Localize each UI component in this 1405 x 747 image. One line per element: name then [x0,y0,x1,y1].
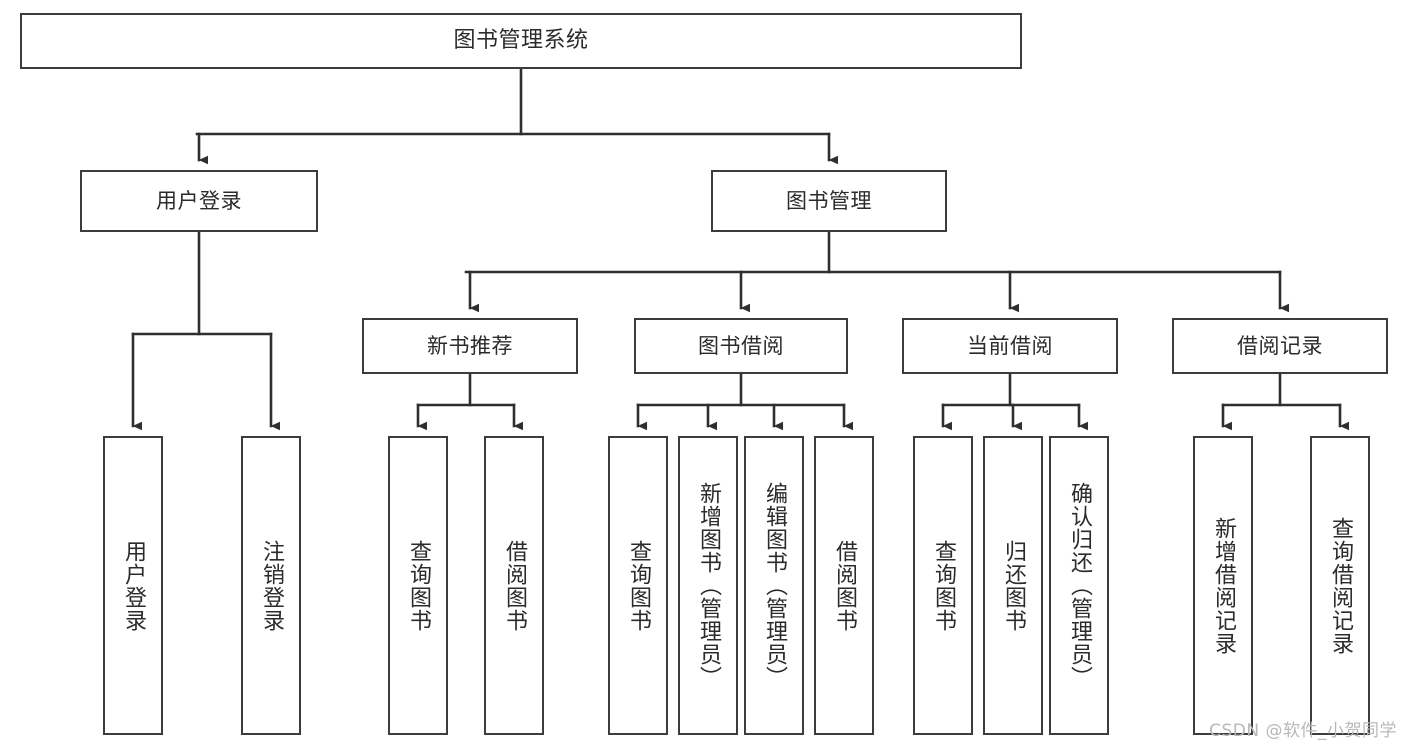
node-leaf-borrow-book-2-label: 借阅图书 [831,539,857,632]
node-leaf-confirm-return-label: 确认归还（管理员） [1066,482,1092,689]
node-leaf-add-record-label: 新增借阅记录 [1210,516,1236,655]
node-current-borrow[interactable]: 当前借阅 [902,318,1118,374]
node-leaf-query-book-3[interactable]: 查询图书 [913,436,973,735]
node-leaf-edit-book-label: 编辑图书（管理员） [761,482,787,689]
node-user-login-label: 用户登录 [156,188,242,213]
node-leaf-add-book-label: 新增图书（管理员） [695,482,721,689]
node-book-manage-label: 图书管理 [786,188,872,213]
csdn-watermark: CSDN @软件_小贺同学 [1209,721,1397,741]
node-leaf-query-book-2-label: 查询图书 [625,539,651,632]
node-leaf-user-logout-label: 注销登录 [258,539,284,632]
node-root-label: 图书管理系统 [453,28,589,54]
node-borrow-record[interactable]: 借阅记录 [1172,318,1388,374]
node-leaf-user-login[interactable]: 用户登录 [103,436,163,735]
node-leaf-user-login-label: 用户登录 [120,539,146,632]
node-leaf-query-record[interactable]: 查询借阅记录 [1310,436,1370,735]
node-leaf-return-book[interactable]: 归还图书 [983,436,1043,735]
node-leaf-confirm-return[interactable]: 确认归还（管理员） [1049,436,1109,735]
node-borrow-record-label: 借阅记录 [1237,333,1323,358]
node-book-borrow[interactable]: 图书借阅 [634,318,848,374]
node-book-manage[interactable]: 图书管理 [711,170,947,232]
node-user-login[interactable]: 用户登录 [80,170,318,232]
node-leaf-borrow-book-1[interactable]: 借阅图书 [484,436,544,735]
node-book-borrow-label: 图书借阅 [698,333,784,358]
node-leaf-query-book-3-label: 查询图书 [930,539,956,632]
node-leaf-edit-book[interactable]: 编辑图书（管理员） [744,436,804,735]
node-leaf-user-logout[interactable]: 注销登录 [241,436,301,735]
node-leaf-borrow-book-2[interactable]: 借阅图书 [814,436,874,735]
node-new-book-rec-label: 新书推荐 [427,333,513,358]
node-root[interactable]: 图书管理系统 [20,13,1022,69]
node-leaf-add-book[interactable]: 新增图书（管理员） [678,436,738,735]
node-leaf-add-record[interactable]: 新增借阅记录 [1193,436,1253,735]
node-leaf-return-book-label: 归还图书 [1000,539,1026,632]
node-new-book-rec[interactable]: 新书推荐 [362,318,578,374]
node-leaf-query-book-1[interactable]: 查询图书 [388,436,448,735]
node-leaf-query-book-1-label: 查询图书 [405,539,431,632]
node-leaf-borrow-book-1-label: 借阅图书 [501,539,527,632]
node-leaf-query-book-2[interactable]: 查询图书 [608,436,668,735]
node-current-borrow-label: 当前借阅 [967,333,1053,358]
node-leaf-query-record-label: 查询借阅记录 [1327,516,1353,655]
